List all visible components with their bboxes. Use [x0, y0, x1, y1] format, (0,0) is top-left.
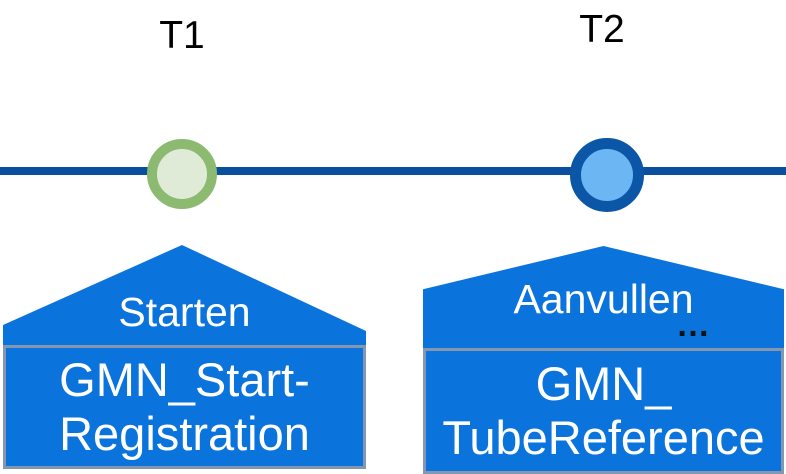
timeline-line — [0, 167, 786, 175]
t1-milestone-circle — [147, 139, 217, 209]
t2-form-line2: TubeReference — [442, 411, 765, 464]
t1-time-label: T1 — [159, 14, 205, 57]
t2-action-banner: Aanvullen — [423, 246, 784, 349]
t1-action-banner: Starten — [3, 245, 366, 345]
ellipsis-label: … — [676, 306, 713, 344]
t2-form-line1: GMN_ — [535, 357, 672, 410]
t1-form-line1: GMN_Start- — [59, 353, 310, 406]
t1-form-box: GMN_Start- Registration — [3, 345, 366, 469]
t2-form-box: GMN_ TubeReference — [423, 348, 784, 474]
t2-milestone-circle — [570, 138, 644, 212]
t1-action-label: Starten — [118, 289, 251, 335]
t1-form-line2: Registration — [59, 407, 310, 460]
t2-time-label: T2 — [579, 8, 625, 51]
t2-action-label: Aanvullen — [513, 276, 694, 322]
